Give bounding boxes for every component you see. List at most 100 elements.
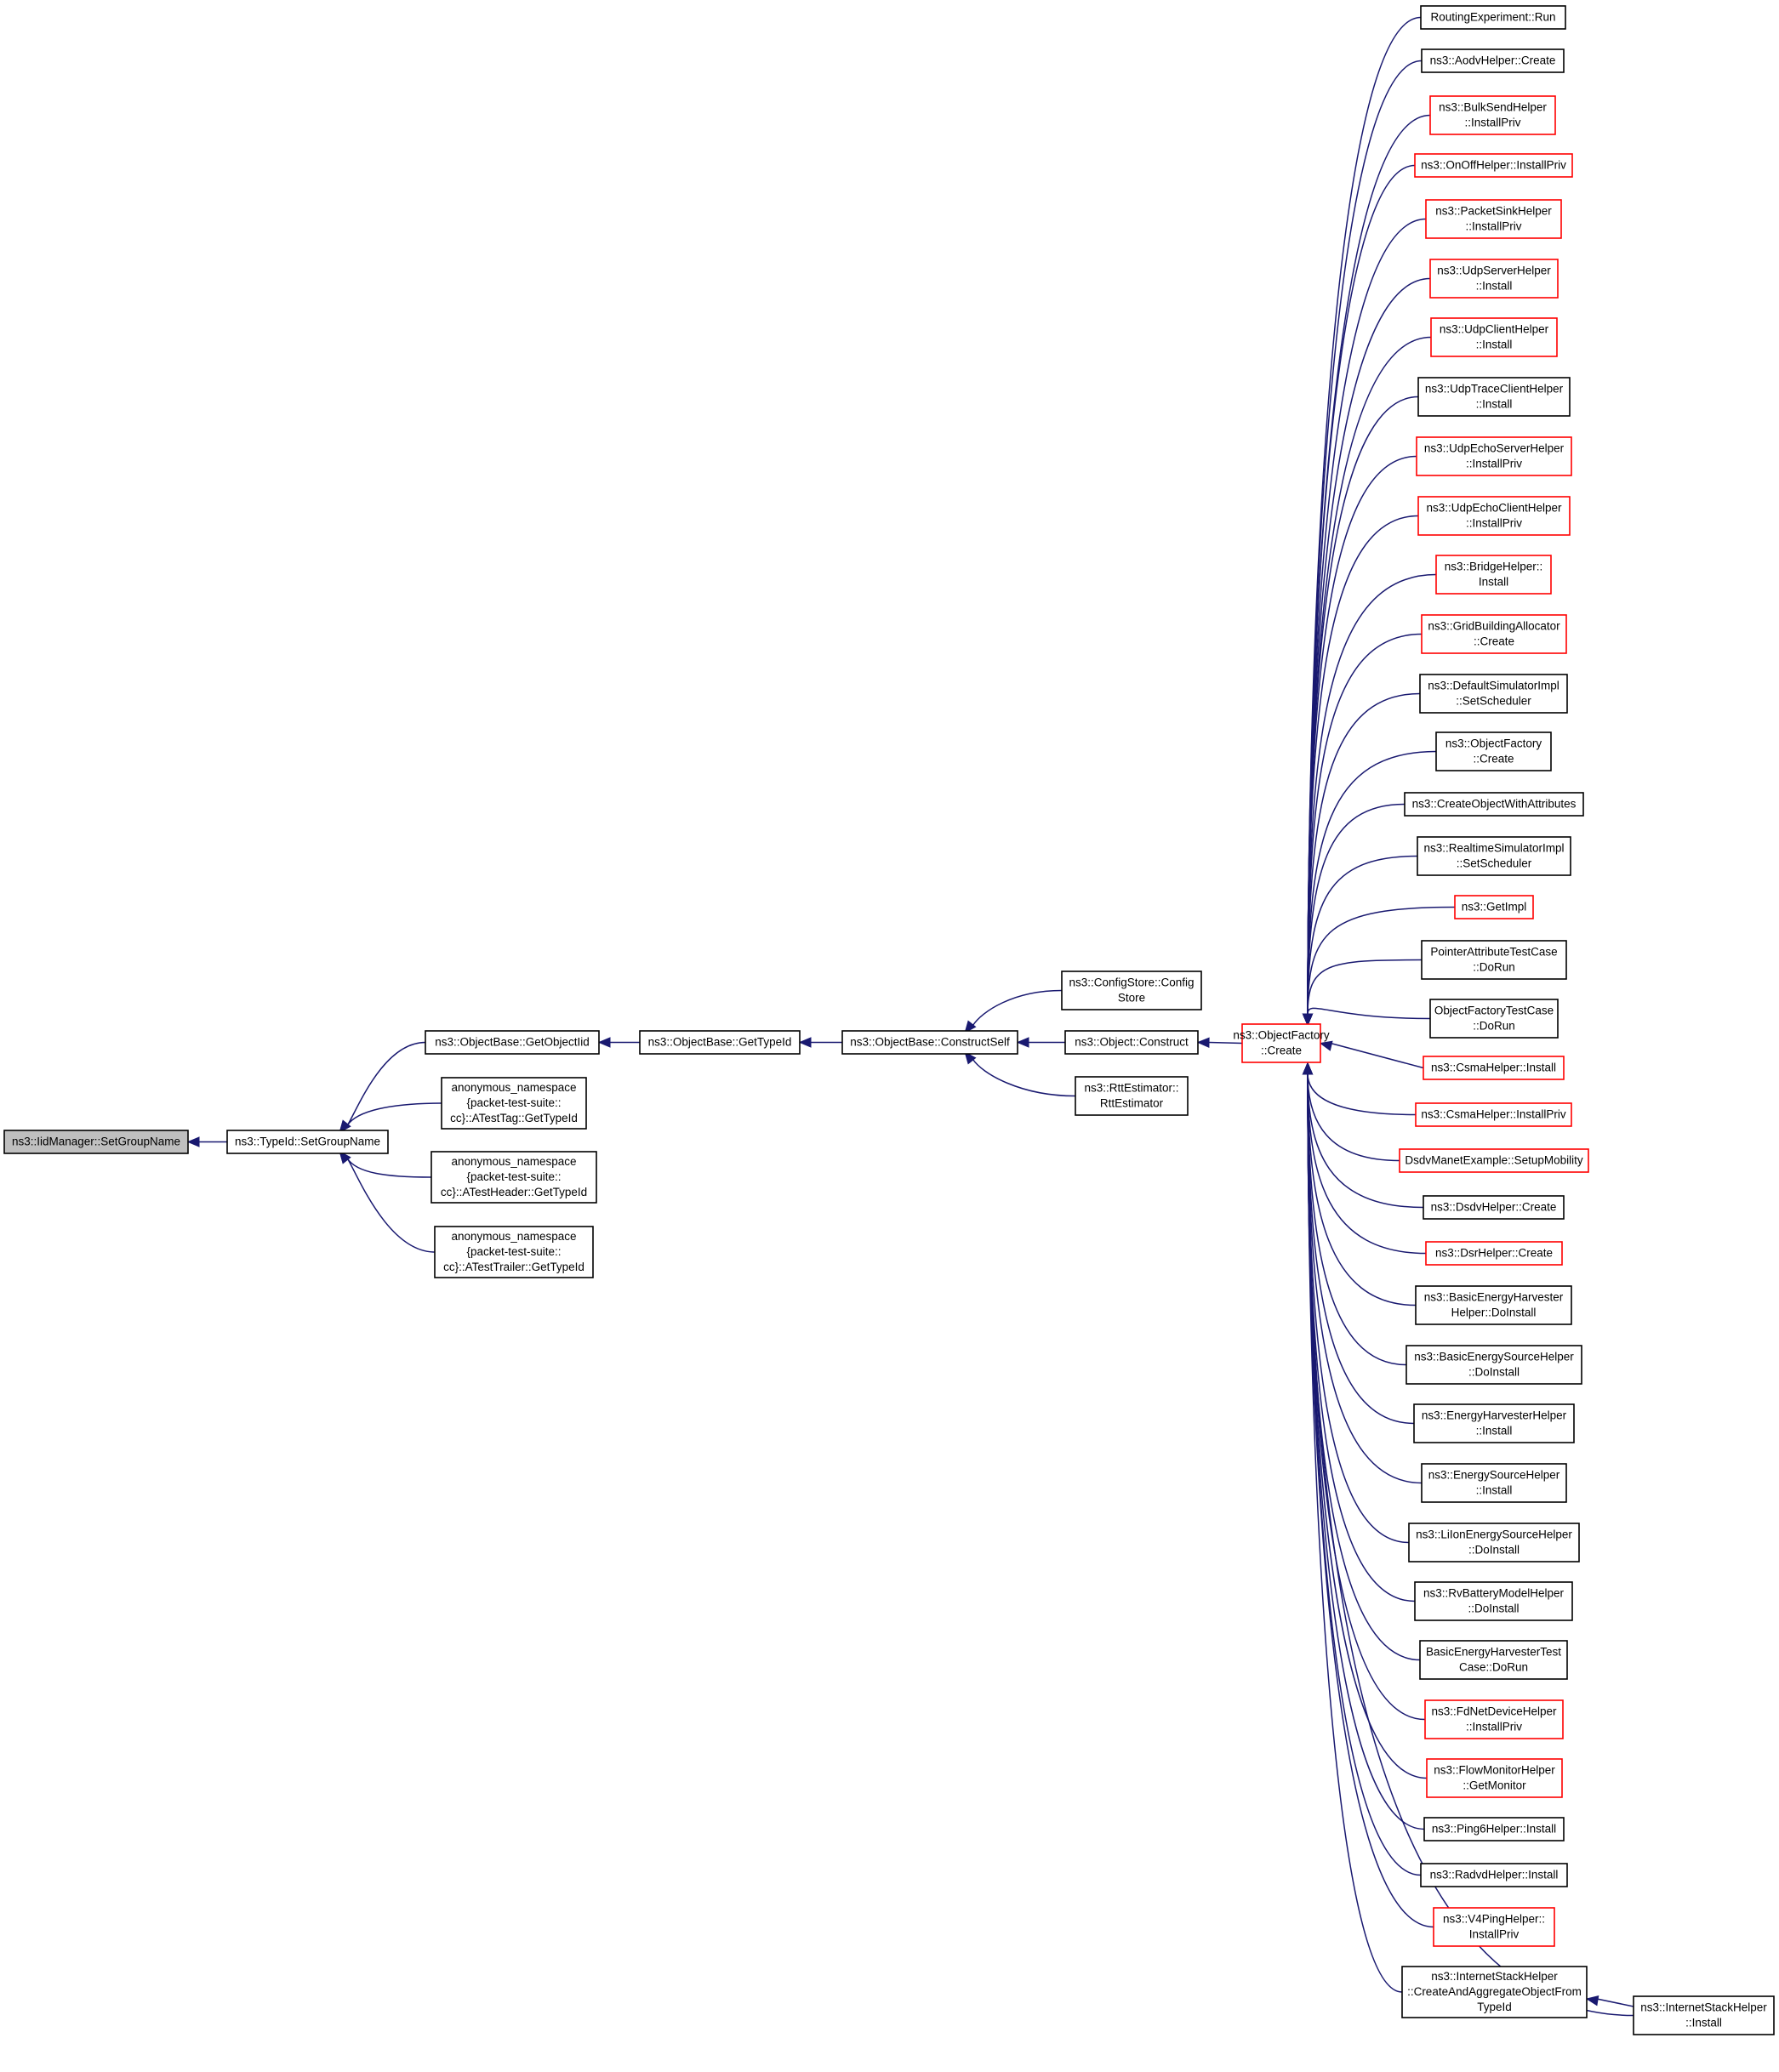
- node-r34[interactable]: ns3::RadvdHelper::Install: [1420, 1863, 1568, 1887]
- node-r28[interactable]: ns3::LiIonEnergySourceHelper::DoInstall: [1408, 1523, 1580, 1563]
- node-label: ns3::TypeId::SetGroupName: [235, 1135, 380, 1147]
- edge-line: [1307, 1073, 1423, 1484]
- node-label: ns3::UdpServerHelper: [1437, 264, 1551, 276]
- node-r37[interactable]: ns3::InternetStackHelper::Install: [1633, 1995, 1775, 2035]
- edge-r15-to-n11: [1302, 855, 1418, 1027]
- node-label: ns3::Ping6Helper::Install: [1432, 1822, 1556, 1835]
- node-r1[interactable]: ns3::AodvHelper::Create: [1421, 48, 1565, 73]
- node-label: ns3::AodvHelper::Create: [1430, 54, 1556, 66]
- node-box: [1413, 1403, 1575, 1443]
- node-r21[interactable]: DsdvManetExample::SetupMobility: [1399, 1148, 1589, 1173]
- node-label: Install: [1479, 575, 1508, 588]
- node-box: [1420, 1863, 1568, 1887]
- node-r0[interactable]: RoutingExperiment::Run: [1420, 5, 1566, 30]
- node-r27[interactable]: ns3::EnergySourceHelper::Install: [1421, 1463, 1567, 1503]
- node-label: ns3::RvBatteryModelHelper: [1423, 1586, 1565, 1599]
- edge-r4-to-n11: [1302, 218, 1427, 1027]
- node-r9[interactable]: ns3::UdpEchoClientHelper::InstallPriv: [1417, 496, 1571, 536]
- edge-r34-to-n11: [1302, 1062, 1422, 1876]
- node-label: ns3::FlowMonitorHelper: [1434, 1763, 1555, 1776]
- node-box: [1454, 895, 1534, 919]
- edge-line: [346, 1102, 442, 1126]
- node-label: ::Install: [1476, 1424, 1513, 1437]
- node-r13[interactable]: ns3::ObjectFactory::Create: [1435, 731, 1552, 771]
- node-label: Store: [1118, 991, 1145, 1004]
- node-label: ns3::DsrHelper::Create: [1435, 1246, 1553, 1259]
- node-box: [1421, 614, 1567, 654]
- node-n3[interactable]: anonymous_namespace{packet-test-suite::c…: [441, 1077, 587, 1130]
- node-r3[interactable]: ns3::OnOffHelper::InstallPriv: [1414, 153, 1573, 178]
- node-label: PointerAttributeTestCase: [1430, 945, 1557, 958]
- node-r4[interactable]: ns3::PacketSinkHelper::InstallPriv: [1425, 199, 1562, 239]
- node-n9[interactable]: ns3::Object::Construct: [1064, 1030, 1199, 1055]
- node-r11[interactable]: ns3::GridBuildingAllocator::Create: [1421, 614, 1567, 654]
- node-r24[interactable]: ns3::BasicEnergyHarvesterHelper::DoInsta…: [1415, 1285, 1572, 1325]
- node-r17[interactable]: PointerAttributeTestCase::DoRun: [1421, 940, 1567, 980]
- node-r35[interactable]: ns3::V4PingHelper::InstallPriv: [1433, 1907, 1555, 1947]
- node-r16[interactable]: ns3::GetImpl: [1454, 895, 1534, 919]
- node-n11[interactable]: ns3::ObjectFactory::Create: [1233, 1023, 1330, 1063]
- node-r8[interactable]: ns3::UdpEchoServerHelper::InstallPriv: [1416, 436, 1572, 476]
- node-box: [1429, 259, 1559, 299]
- node-r36[interactable]: ns3::InternetStackHelper::CreateAndAggre…: [1401, 1966, 1588, 2018]
- edge-line: [1307, 1073, 1403, 1993]
- node-n2[interactable]: ns3::ObjectBase::GetObjectIid: [425, 1030, 600, 1055]
- node-label: ns3::BridgeHelper::: [1445, 560, 1543, 572]
- node-box: [1423, 1056, 1565, 1080]
- node-r6[interactable]: ns3::UdpClientHelper::Install: [1430, 317, 1558, 357]
- node-r15[interactable]: ns3::RealtimeSimulatorImpl::SetScheduler: [1417, 836, 1571, 876]
- node-box: [1404, 792, 1584, 817]
- node-label: {packet-test-suite::: [466, 1096, 561, 1109]
- node-r14[interactable]: ns3::CreateObjectWithAttributes: [1404, 792, 1584, 817]
- node-r5[interactable]: ns3::UdpServerHelper::Install: [1429, 259, 1559, 299]
- node-n4[interactable]: anonymous_namespace{packet-test-suite::c…: [430, 1151, 597, 1204]
- node-box: [434, 1226, 594, 1278]
- node-r31[interactable]: ns3::FdNetDeviceHelper::InstallPriv: [1424, 1699, 1564, 1739]
- node-r26[interactable]: ns3::EnergyHarvesterHelper::Install: [1413, 1403, 1575, 1443]
- node-r29[interactable]: ns3::RvBatteryModelHelper::DoInstall: [1414, 1581, 1573, 1621]
- node-n7[interactable]: ns3::ObjectBase::ConstructSelf: [841, 1030, 1018, 1055]
- node-label: ns3::IidManager::SetGroupName: [12, 1135, 180, 1147]
- node-label: ns3::OnOffHelper::InstallPriv: [1421, 158, 1566, 171]
- node-r2[interactable]: ns3::BulkSendHelper::InstallPriv: [1429, 95, 1556, 135]
- node-r23[interactable]: ns3::DsrHelper::Create: [1425, 1241, 1563, 1266]
- node-label: ns3::EnergyHarvesterHelper: [1422, 1409, 1567, 1421]
- edge-arrowhead: [1196, 1037, 1210, 1049]
- node-label: ns3::UdpEchoClientHelper: [1426, 501, 1562, 514]
- node-r19[interactable]: ns3::CsmaHelper::Install: [1423, 1056, 1565, 1080]
- node-r22[interactable]: ns3::DsdvHelper::Create: [1423, 1195, 1565, 1220]
- edge-r1-to-n11: [1302, 60, 1423, 1027]
- node-n10[interactable]: ns3::RttEstimator::RttEstimator: [1075, 1076, 1189, 1116]
- node-r20[interactable]: ns3::CsmaHelper::InstallPriv: [1415, 1102, 1572, 1127]
- node-r10[interactable]: ns3::BridgeHelper::Install: [1435, 555, 1552, 595]
- node-r18[interactable]: ObjectFactoryTestCase::DoRun: [1429, 999, 1559, 1039]
- node-label: ::Create: [1473, 752, 1514, 765]
- node-r7[interactable]: ns3::UdpTraceClientHelper::Install: [1417, 377, 1571, 417]
- node-n8[interactable]: ns3::ConfigStore::ConfigStore: [1061, 971, 1202, 1010]
- edge-arrowhead: [1016, 1037, 1029, 1048]
- edge-line: [1307, 455, 1417, 1016]
- node-label: Helper::DoInstall: [1451, 1306, 1537, 1318]
- edge-r22-to-n11: [1302, 1062, 1424, 1209]
- node-r12[interactable]: ns3::DefaultSimulatorImpl::SetScheduler: [1419, 674, 1568, 714]
- edges-layer: [186, 16, 1634, 2017]
- node-label: ns3::DefaultSimulatorImpl: [1428, 679, 1559, 692]
- node-r32[interactable]: ns3::FlowMonitorHelper::GetMonitor: [1426, 1758, 1563, 1798]
- edge-arrowhead: [1319, 1040, 1333, 1051]
- node-box: [1419, 1640, 1568, 1680]
- node-n1[interactable]: ns3::TypeId::SetGroupName: [226, 1130, 389, 1154]
- node-r33[interactable]: ns3::Ping6Helper::Install: [1423, 1817, 1565, 1841]
- node-n5[interactable]: anonymous_namespace{packet-test-suite::c…: [434, 1226, 594, 1278]
- node-n0[interactable]: ns3::IidManager::SetGroupName: [3, 1130, 189, 1154]
- node-label: ::InstallPriv: [1465, 219, 1521, 232]
- node-label: ::SetScheduler: [1457, 857, 1532, 869]
- edge-arrowhead: [1302, 1062, 1314, 1075]
- node-box: [639, 1030, 801, 1055]
- node-n6[interactable]: ns3::ObjectBase::GetTypeId: [639, 1030, 801, 1055]
- edge-arrowhead: [339, 1150, 351, 1164]
- edge-r29-to-n11: [1302, 1062, 1416, 1602]
- node-r25[interactable]: ns3::BasicEnergySourceHelper::DoInstall: [1406, 1345, 1582, 1385]
